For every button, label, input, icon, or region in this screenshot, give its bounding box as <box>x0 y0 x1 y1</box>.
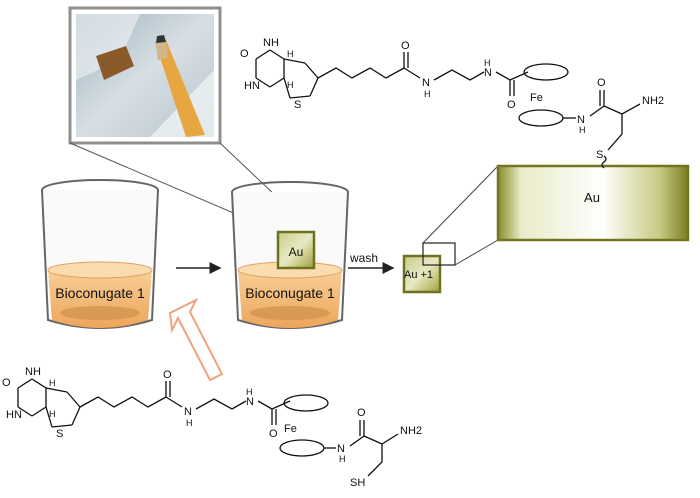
svg-text:NH2: NH2 <box>400 425 422 437</box>
beaker-1: Bioconugate 1 <box>41 179 159 329</box>
svg-text:O: O <box>597 77 606 89</box>
svg-text:O: O <box>507 99 516 111</box>
svg-text:H: H <box>287 80 294 90</box>
beaker-label: Bioconugate 1 <box>245 285 335 301</box>
svg-text:O: O <box>163 369 172 381</box>
svg-text:O: O <box>401 40 410 52</box>
precipitate <box>60 306 140 320</box>
svg-text:O: O <box>357 407 366 419</box>
hollow-arrow <box>168 297 224 382</box>
svg-text:H: H <box>424 89 431 99</box>
gold-surface-label: Au <box>584 190 600 205</box>
gold-surface: Au <box>496 164 690 242</box>
molecule-top-atoms: O NH HN H H S N H N H O O Fe N H O NH2 S <box>240 37 664 161</box>
svg-text:N: N <box>577 114 585 126</box>
beaker-2: Bioconugate 1 Au <box>231 181 349 329</box>
svg-text:H: H <box>484 58 491 68</box>
svg-text:NH2: NH2 <box>642 95 664 107</box>
svg-text:S: S <box>294 99 301 111</box>
svg-text:Fe: Fe <box>284 423 297 435</box>
svg-text:H: H <box>287 49 294 59</box>
molecule-top <box>255 49 641 169</box>
photo-inset <box>68 6 222 145</box>
gold-sample-photo <box>96 46 134 80</box>
svg-text:Fe: Fe <box>530 92 543 104</box>
precipitate <box>250 306 330 320</box>
zoom-line <box>454 239 499 266</box>
svg-text:N: N <box>246 396 254 408</box>
svg-text:O: O <box>269 428 278 440</box>
svg-text:H: H <box>339 454 346 464</box>
svg-text:NH: NH <box>263 37 279 49</box>
svg-text:O: O <box>240 48 249 60</box>
molecule-bottom-atoms: O NH HN H H S N H N H O O Fe N H O NH2 S… <box>2 366 422 489</box>
svg-text:NH: NH <box>25 366 41 378</box>
svg-text:N: N <box>337 443 345 455</box>
svg-text:H: H <box>186 418 193 428</box>
svg-text:H: H <box>579 125 586 135</box>
svg-text:H: H <box>246 387 253 397</box>
svg-text:H: H <box>49 378 56 388</box>
svg-text:H: H <box>49 409 56 419</box>
gold-chip <box>276 230 316 270</box>
molecule-bottom <box>17 378 399 477</box>
pencil-photo <box>155 40 205 137</box>
svg-text:N: N <box>422 77 430 89</box>
svg-text:S: S <box>56 428 63 440</box>
product-chip-label: Au +1 <box>404 269 433 281</box>
gold-chip-label: Au <box>289 245 304 259</box>
svg-text:S: S <box>596 149 603 161</box>
svg-text:N: N <box>184 406 192 418</box>
zoom-box <box>422 242 456 266</box>
zoom-line <box>422 165 499 244</box>
beaker-label: Bioconugate 1 <box>55 285 145 301</box>
svg-text:HN: HN <box>244 80 260 92</box>
svg-text:N: N <box>484 67 492 79</box>
wash-label: wash <box>349 251 378 265</box>
product-chip: Au +1 <box>402 242 456 294</box>
svg-text:SH: SH <box>350 477 365 489</box>
svg-text:HN: HN <box>6 409 22 421</box>
svg-text:O: O <box>2 377 11 389</box>
